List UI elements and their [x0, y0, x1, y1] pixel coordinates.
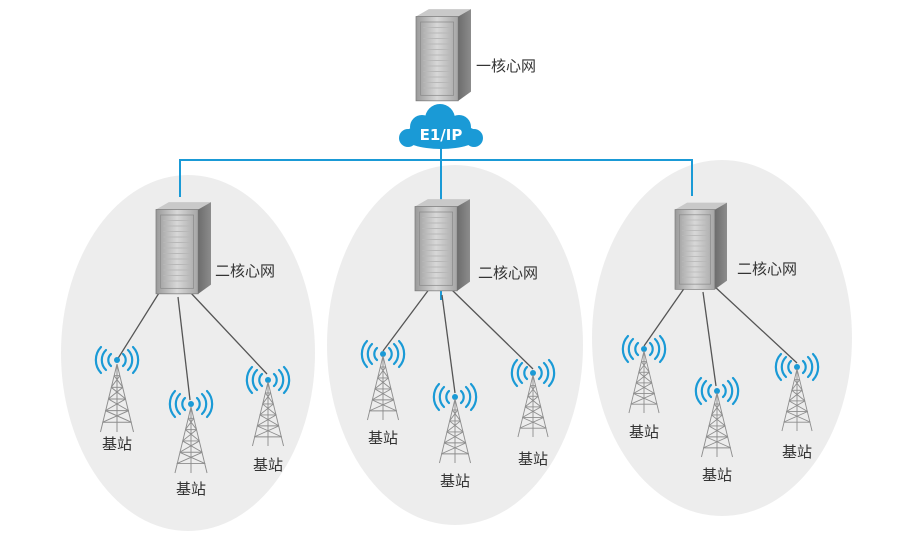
region-3-core-server-icon: [674, 202, 728, 290]
region-1-area: [61, 175, 315, 531]
region-2-core-label: 二核心网: [478, 264, 538, 282]
region-1-core-server-icon: [155, 201, 212, 295]
top-core-server-icon: [415, 8, 472, 102]
region-1-station-2-label: 基站: [176, 480, 206, 498]
region-1-core-label: 二核心网: [215, 262, 275, 280]
region-2-station-3-label: 基站: [518, 450, 548, 468]
top-core-label: 一核心网: [476, 57, 536, 75]
e1-ip-cloud-icon: [399, 104, 483, 149]
region-3-station-1-label: 基站: [629, 423, 659, 441]
region-3-area: [592, 160, 852, 516]
region-1-station-1-label: 基站: [102, 435, 132, 453]
region-3-station-3-label: 基站: [782, 443, 812, 461]
region-2-area: [327, 165, 583, 525]
region-1-station-3-label: 基站: [253, 456, 283, 474]
region-2-station-2-label: 基站: [440, 472, 470, 490]
region-2-core-server-icon: [414, 198, 471, 292]
region-3-core-label: 二核心网: [737, 260, 797, 278]
region-2-station-1-label: 基站: [368, 429, 398, 447]
tower-links: [116, 279, 798, 401]
region-3-station-2-label: 基站: [702, 466, 732, 484]
cloud-label: E1/IP: [420, 126, 463, 144]
